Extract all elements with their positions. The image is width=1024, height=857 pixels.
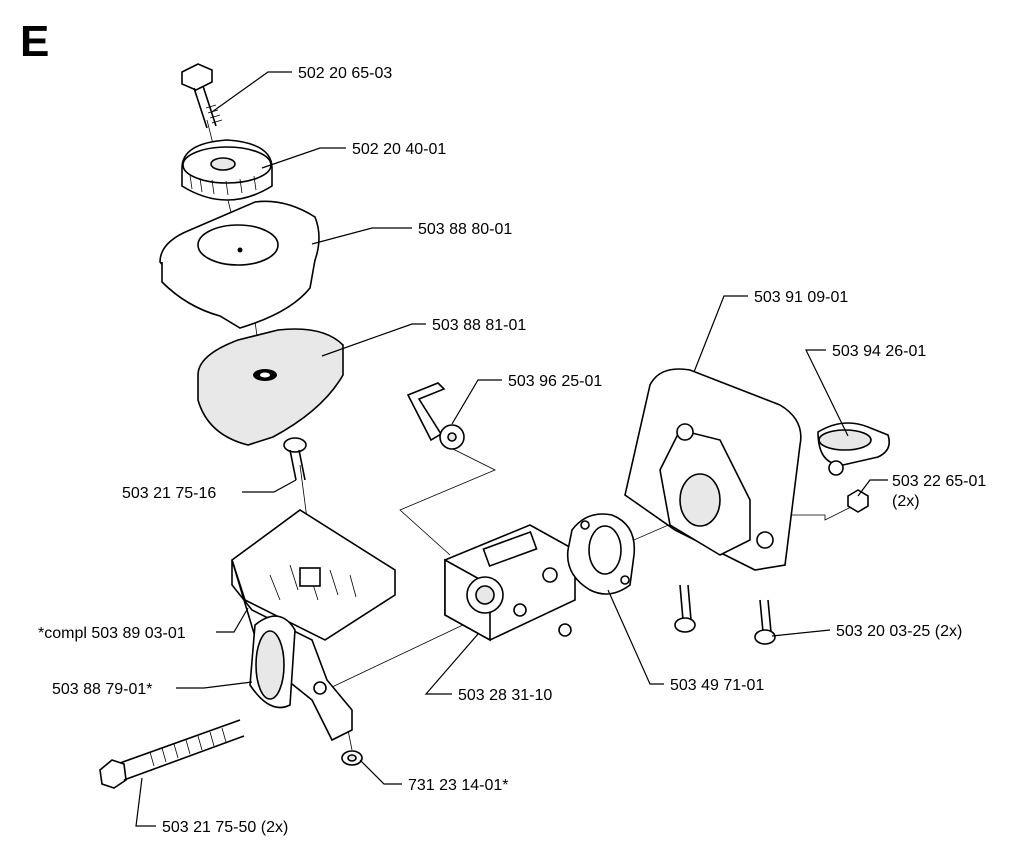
label-clamp: 503 94 26-01 [832,343,926,360]
screw-filter-part [283,437,307,481]
gasket-carb-part [566,513,636,595]
label-long-bolt: 503 21 75-50 (2x) [162,819,288,836]
label-square-nut: 503 22 65-01 [892,473,986,490]
filter-element-part [197,328,344,446]
label-filter-element: 503 88 81-01 [432,317,526,334]
label-nut: 731 23 14-01* [408,777,509,794]
label-screws-manifold: 503 20 03-25 (2x) [836,623,962,640]
screws-manifold-part [674,584,776,645]
leader-lines [135,71,888,827]
intake-manifold-part [624,368,802,571]
filter-housing-part [231,509,396,742]
label-carburetor: 503 28 31-10 [458,687,552,704]
knob-part [181,139,273,201]
label-filter-cover: 503 88 80-01 [418,221,512,238]
label-bolt-top: 502 20 65-03 [298,65,392,82]
label-knob: 502 20 40-01 [352,141,446,158]
nut-part [341,750,363,766]
label-intake-manifold: 503 91 09-01 [754,289,848,306]
carburetor-part [444,524,576,642]
label-filter-housing: *compl 503 89 03-01 [38,625,186,642]
label-choke-lever: 503 96 25-01 [508,373,602,390]
clamp-part [817,422,891,476]
label-gasket-housing: 503 88 79-01* [52,681,153,698]
label-screw-filter: 503 21 75-16 [122,485,216,502]
square-nut-part [847,489,869,513]
label-square-nut-qty: (2x) [892,493,920,510]
label-gasket-carb: 503 49 71-01 [670,677,764,694]
filter-cover-part [159,200,320,329]
bolt-top-part [181,63,223,129]
long-bolt-part [99,719,245,789]
choke-lever-part [406,382,465,450]
section-letter: E [20,17,49,66]
